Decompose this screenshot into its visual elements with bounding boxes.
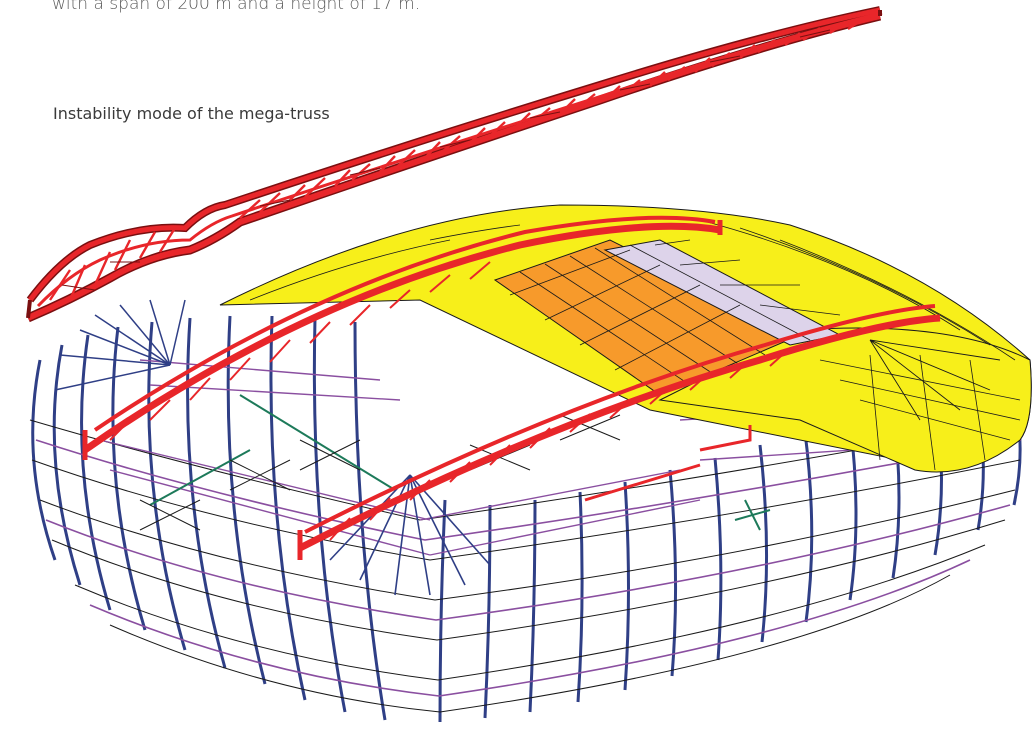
figure-caption: Instability mode of the mega-truss: [53, 104, 330, 123]
bracing-green: [149, 394, 771, 531]
stadium-structural-model-icon: [29, 204, 1032, 728]
roof-radial-fan-right: [869, 339, 1001, 421]
stands-framing: [99, 359, 1006, 556]
roof-radial-fan-left: [54, 299, 186, 391]
mega-truss-buckled-icon: [26, 6, 883, 323]
mega-truss-front: [297, 304, 941, 560]
mega-truss-back: [82, 215, 723, 460]
facade-rings: [29, 419, 1023, 713]
facade-rings-purple: [35, 439, 1022, 697]
roof-grid: [249, 219, 1021, 471]
intro-text: with a span of 200 m and a height of 17 …: [52, 0, 421, 14]
